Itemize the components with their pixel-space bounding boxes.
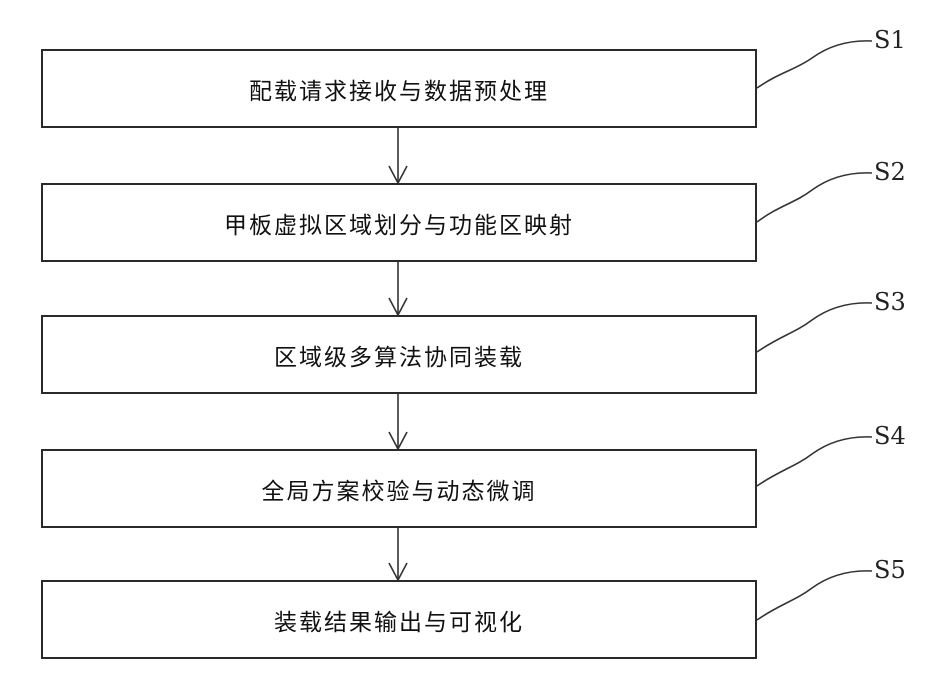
step-label: 装载结果输出与可视化 [274, 603, 524, 637]
leader-s4 [757, 437, 872, 486]
step-label: 配载请求接收与数据预处理 [249, 72, 549, 106]
step-label: 甲板虚拟区域划分与功能区映射 [224, 206, 574, 240]
step-tag-s2: S2 [874, 158, 906, 186]
arrow-s2-s3 [389, 262, 407, 315]
arrow-s4-s5 [389, 528, 407, 580]
leader-s1 [757, 41, 872, 88]
step-box-s4: 全局方案校验与动态微调 [41, 449, 757, 528]
step-tag-s5: S5 [874, 556, 906, 584]
arrow-s1-s2 [389, 127, 407, 183]
step-tag-s4: S4 [874, 422, 906, 450]
step-tag-s1: S1 [874, 26, 906, 54]
leader-s3 [757, 303, 872, 352]
step-label: 全局方案校验与动态微调 [262, 472, 537, 506]
step-box-s1: 配载请求接收与数据预处理 [41, 49, 757, 128]
step-box-s3: 区域级多算法协同装载 [41, 315, 757, 394]
leader-s2 [757, 173, 872, 222]
arrow-s3-s4 [389, 394, 407, 449]
step-box-s5: 装载结果输出与可视化 [41, 580, 757, 659]
step-box-s2: 甲板虚拟区域划分与功能区映射 [41, 183, 757, 262]
step-tag-s3: S3 [874, 288, 906, 316]
leader-s5 [757, 571, 872, 620]
step-label: 区域级多算法协同装载 [274, 338, 524, 372]
